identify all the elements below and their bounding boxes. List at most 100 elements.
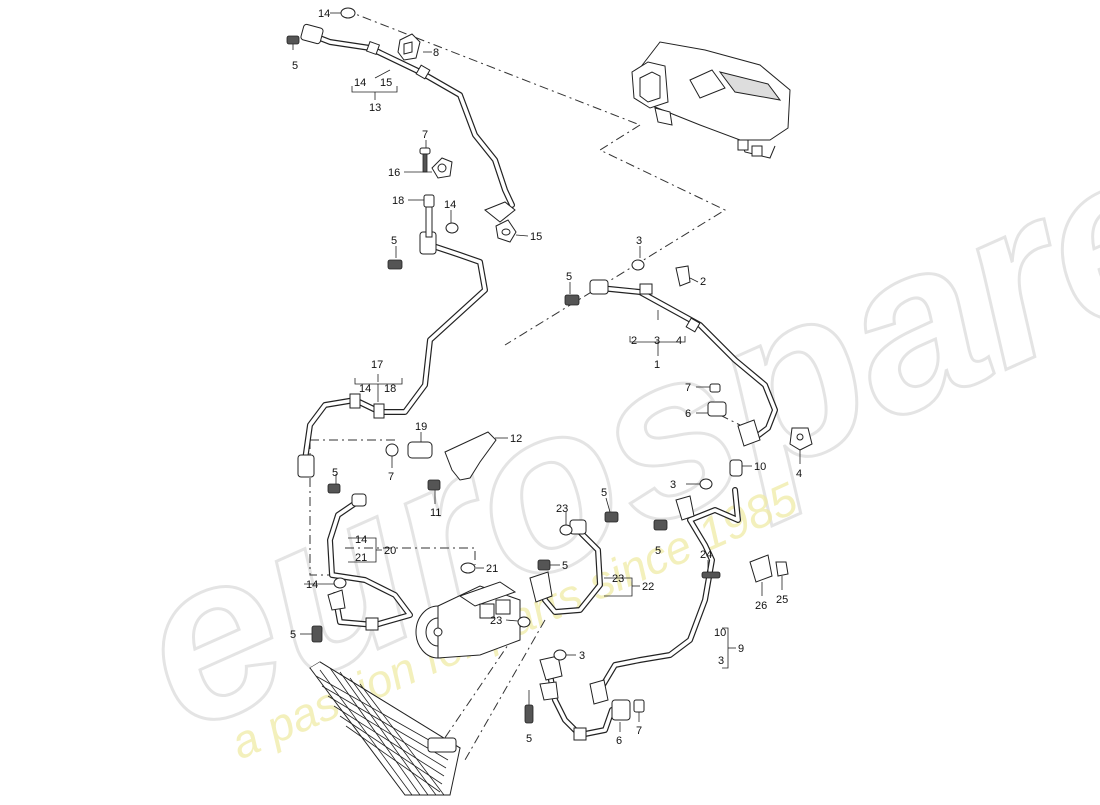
callout-10-upper: 10 bbox=[754, 461, 766, 473]
service-valve-18-upper[interactable] bbox=[423, 194, 435, 238]
hose-13[interactable] bbox=[300, 23, 516, 223]
evaporator-housing[interactable] bbox=[631, 41, 791, 159]
leader-lines bbox=[300, 12, 801, 732]
bolt-5-bottom-right[interactable] bbox=[653, 519, 668, 531]
sensor-6-bottom[interactable] bbox=[611, 699, 631, 721]
callout-23-upper: 23 bbox=[556, 503, 568, 515]
callout-1: 1 bbox=[654, 359, 660, 371]
callout-7-right: 7 bbox=[685, 382, 691, 394]
o-ring-14-mid[interactable] bbox=[445, 222, 459, 234]
callout-10-bracket9: 10 bbox=[714, 627, 726, 639]
clamp-8[interactable] bbox=[397, 33, 421, 61]
cap-7-bottom[interactable] bbox=[633, 699, 645, 713]
callout-21: 21 bbox=[486, 563, 498, 575]
callout-5-compressor: 5 bbox=[601, 487, 607, 499]
bracket-12[interactable] bbox=[444, 431, 497, 481]
callout-26: 26 bbox=[755, 600, 767, 612]
callout-16: 16 bbox=[388, 167, 400, 179]
cap-7-mid[interactable] bbox=[385, 443, 399, 457]
hose-20[interactable] bbox=[327, 493, 413, 631]
hose-3[interactable] bbox=[539, 655, 615, 741]
callout-18-upper: 18 bbox=[392, 195, 404, 207]
bolt-5-line22[interactable] bbox=[537, 559, 551, 571]
pressure-sensor-2[interactable] bbox=[675, 265, 691, 287]
bracket-4[interactable] bbox=[789, 427, 813, 451]
callout-7-mid: 7 bbox=[388, 471, 394, 483]
callout-20: 20 bbox=[384, 545, 396, 557]
o-ring-14-lower[interactable] bbox=[333, 577, 347, 589]
callout-3-bracket9: 3 bbox=[718, 655, 724, 667]
callout-3-upper: 3 bbox=[636, 235, 642, 247]
o-ring-3-mid[interactable] bbox=[699, 478, 713, 490]
compressor[interactable] bbox=[415, 581, 521, 659]
callout-3-lower: 3 bbox=[579, 650, 585, 662]
callout-15-bracket13: 15 bbox=[380, 77, 392, 89]
callout-14-bracket20: 14 bbox=[355, 534, 367, 546]
o-ring-3-lower[interactable] bbox=[553, 649, 567, 661]
callout-24: 24 bbox=[700, 549, 712, 561]
o-ring-3-upper[interactable] bbox=[631, 259, 645, 271]
callout-12: 12 bbox=[510, 433, 522, 445]
callout-14-bracket13: 14 bbox=[354, 77, 366, 89]
bolt-5-mid[interactable] bbox=[387, 259, 403, 270]
callout-21-bracket20: 21 bbox=[355, 552, 367, 564]
grommet-19[interactable] bbox=[407, 441, 433, 459]
callout-14-bracket17: 14 bbox=[359, 383, 371, 395]
bracket-26[interactable] bbox=[749, 554, 773, 583]
callout-23-bracket22: 23 bbox=[612, 573, 624, 585]
callout-22: 22 bbox=[642, 581, 654, 593]
bolt-5-top[interactable] bbox=[286, 35, 300, 50]
bolt-5-lower[interactable] bbox=[311, 625, 323, 643]
bolt-11[interactable] bbox=[427, 479, 441, 491]
callout-15: 15 bbox=[530, 231, 542, 243]
callout-14-top: 14 bbox=[318, 8, 330, 20]
bolt-5-right[interactable] bbox=[564, 294, 580, 306]
callout-4-right: 4 bbox=[796, 468, 802, 480]
sensor-6-right[interactable] bbox=[707, 383, 727, 417]
callout-8: 8 bbox=[433, 47, 439, 59]
callout-5-top: 5 bbox=[292, 60, 298, 72]
callout-18-bracket17: 18 bbox=[384, 383, 396, 395]
callout-5-bottom-left: 5 bbox=[290, 629, 296, 641]
callout-2-upper: 2 bbox=[700, 276, 706, 288]
o-ring-21[interactable] bbox=[460, 562, 476, 574]
callout-labels: 5 14 8 14 15 13 7 16 18 14 15 5 3 2 5 2 … bbox=[290, 8, 802, 747]
o-ring-23-lower[interactable] bbox=[517, 616, 531, 628]
nut-25[interactable] bbox=[775, 561, 789, 577]
callout-5-left: 5 bbox=[332, 467, 338, 479]
callout-6-bottom: 6 bbox=[616, 735, 622, 747]
clip-16[interactable] bbox=[431, 157, 453, 179]
callout-5-right: 5 bbox=[566, 271, 572, 283]
condenser[interactable] bbox=[309, 661, 461, 796]
cap-7-upper[interactable] bbox=[419, 147, 431, 173]
bolt-5-compressor[interactable] bbox=[604, 511, 619, 523]
callout-3-mid: 3 bbox=[670, 479, 676, 491]
callout-5-lower: 5 bbox=[655, 545, 661, 557]
callout-19: 19 bbox=[415, 421, 427, 433]
hose-9[interactable] bbox=[589, 459, 743, 705]
callout-6-right: 6 bbox=[685, 408, 691, 420]
bolt-5-bottom[interactable] bbox=[524, 704, 534, 724]
callout-5-line22: 5 bbox=[562, 560, 568, 572]
callout-25: 25 bbox=[776, 594, 788, 606]
screw-24[interactable] bbox=[701, 571, 721, 579]
callout-14-mid: 14 bbox=[444, 199, 456, 211]
callout-7-bottom: 7 bbox=[636, 725, 642, 737]
callout-3-bracket1: 3 bbox=[654, 335, 660, 347]
hose-end-15[interactable] bbox=[495, 219, 517, 243]
callout-23-lower: 23 bbox=[490, 615, 502, 627]
hose-22[interactable] bbox=[529, 519, 603, 615]
o-ring-23-upper[interactable] bbox=[559, 524, 573, 536]
o-ring-14-top[interactable] bbox=[340, 7, 356, 19]
callout-4-bracket1: 4 bbox=[676, 335, 682, 347]
callout-9: 9 bbox=[738, 643, 744, 655]
hose-1[interactable] bbox=[589, 279, 778, 447]
callout-11: 11 bbox=[430, 507, 441, 519]
callout-5-bottom: 5 bbox=[526, 733, 532, 745]
callout-13: 13 bbox=[369, 102, 381, 114]
bolt-5-left[interactable] bbox=[327, 483, 341, 494]
callout-17: 17 bbox=[371, 359, 383, 371]
watermark-brand: eurospares bbox=[100, 41, 1100, 780]
